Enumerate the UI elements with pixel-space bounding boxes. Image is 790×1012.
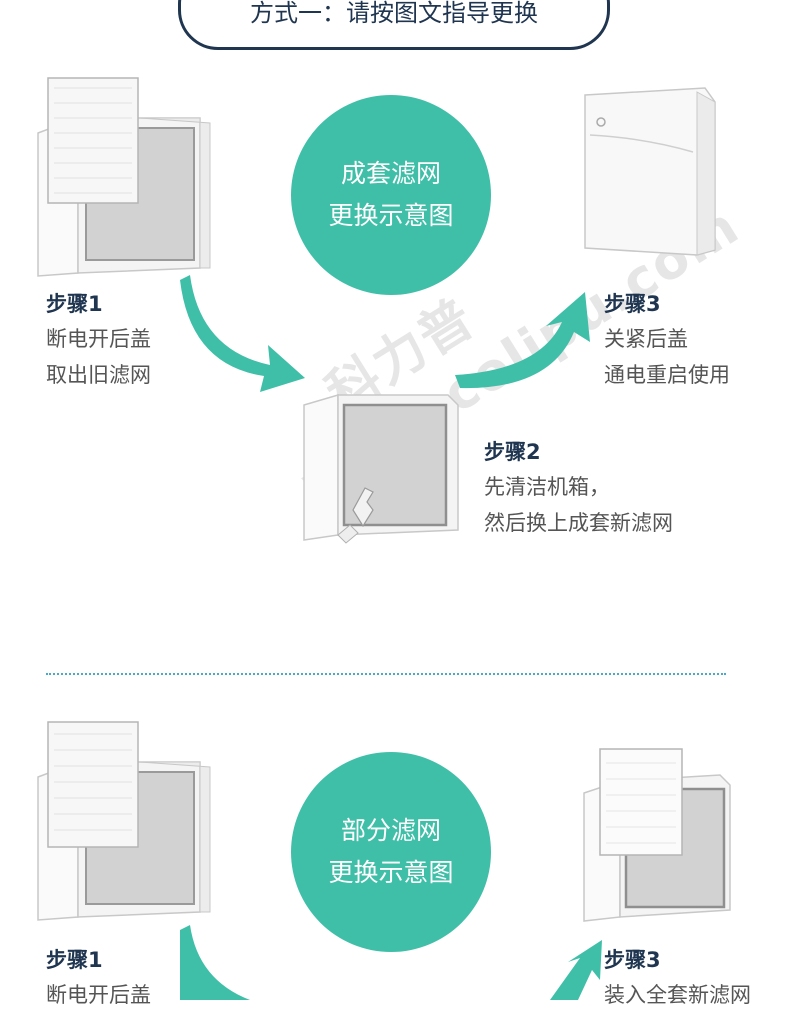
section1-step1-title: 步骤1 xyxy=(46,292,103,316)
section1-step2-line2: 然后换上成套新滤网 xyxy=(484,511,673,535)
section1-step2-line1: 先清洁机箱， xyxy=(484,475,610,499)
section2-step3-illustration xyxy=(583,748,731,922)
section1-step1-line1: 断电开后盖 xyxy=(46,327,151,351)
section2-step1-title: 步骤1 xyxy=(46,948,103,972)
section2-arrow-left xyxy=(180,925,250,1000)
section1-circle-line2: 更换示意图 xyxy=(328,201,454,230)
section2-circle-line1: 部分滤网 xyxy=(340,816,441,845)
section1-step3-title: 步骤3 xyxy=(604,292,661,316)
section1-circle-line1: 成套滤网 xyxy=(340,159,441,188)
section2-circle: 部分滤网 更换示意图 xyxy=(291,752,491,952)
section2-step1-illustration xyxy=(37,721,211,921)
section-divider xyxy=(46,673,726,675)
section1-step3-line2: 通电重启使用 xyxy=(604,363,730,387)
step1-illustration xyxy=(37,77,211,277)
section2-step1-line1: 断电开后盖 xyxy=(46,983,151,1007)
step2-illustration xyxy=(303,393,459,544)
section1-step3-line1: 关紧后盖 xyxy=(604,327,688,351)
section1-circle: 成套滤网 更换示意图 xyxy=(291,95,491,295)
step3-illustration xyxy=(584,87,716,256)
section1-step1-line2: 取出旧滤网 xyxy=(46,363,151,387)
header-title: 方式一：请按图文指导更换 xyxy=(250,0,538,27)
section2-step3-line1: 装入全套新滤网 xyxy=(604,983,751,1007)
section2-arrow-right xyxy=(550,940,602,1000)
section2-circle-line2: 更换示意图 xyxy=(328,858,454,887)
section2-step3-title: 步骤3 xyxy=(604,948,661,972)
arrow-step1-to-step2 xyxy=(180,275,305,392)
arrow-step2-to-step3 xyxy=(455,292,590,389)
section1-step2-title: 步骤2 xyxy=(484,440,541,464)
